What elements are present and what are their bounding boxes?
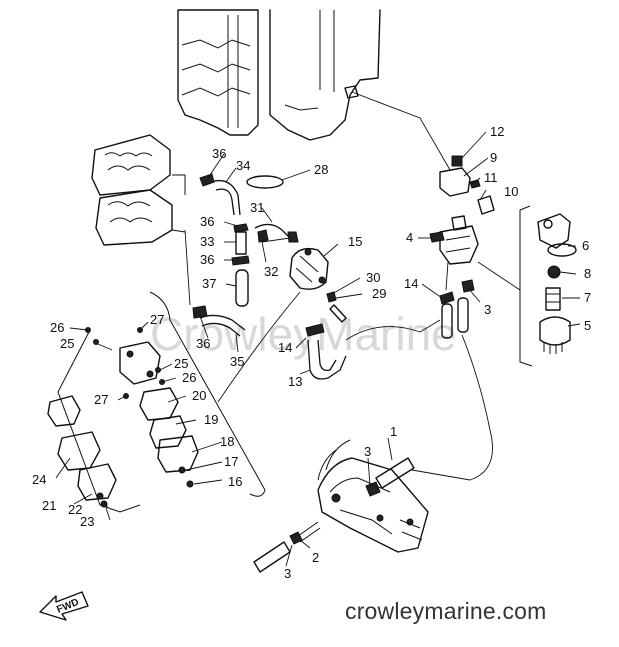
callout-14: 14 xyxy=(278,340,292,355)
callout-2: 2 xyxy=(312,550,319,565)
callout-36: 36 xyxy=(200,214,214,229)
callout-25: 25 xyxy=(174,356,188,371)
callout-5: 5 xyxy=(584,318,591,333)
callout-27: 27 xyxy=(94,392,108,407)
fuel-hoses xyxy=(184,173,299,337)
engine-block-outline xyxy=(177,9,381,141)
fuel-filter xyxy=(429,155,495,265)
callout-34: 34 xyxy=(236,158,250,173)
callout-30: 30 xyxy=(366,270,380,285)
callout-27: 27 xyxy=(150,312,164,327)
callout-3: 3 xyxy=(364,444,371,459)
callout-20: 20 xyxy=(192,388,206,403)
callout-26: 26 xyxy=(50,320,64,335)
callout-7: 7 xyxy=(584,290,591,305)
callout-11: 11 xyxy=(484,170,498,185)
fuel-pump xyxy=(289,247,329,290)
callout-26: 26 xyxy=(182,370,196,385)
callout-36: 36 xyxy=(200,252,214,267)
callout-3: 3 xyxy=(484,302,491,317)
filter-exploded-parts xyxy=(537,213,577,354)
pump-exploded-parts xyxy=(47,327,199,508)
callout-29: 29 xyxy=(372,286,386,301)
callout-37: 37 xyxy=(202,276,216,291)
site-footer-text: crowleymarine.com xyxy=(345,598,547,624)
callout-labels: 1 2 3 3 3 4 5 6 7 8 9 10 11 12 13 14 14 … xyxy=(32,124,591,581)
callout-22: 22 xyxy=(68,502,82,517)
callout-17: 17 xyxy=(224,454,238,469)
callout-36: 36 xyxy=(212,146,226,161)
callout-33: 33 xyxy=(200,234,214,249)
callout-25: 25 xyxy=(60,336,74,351)
callout-32: 32 xyxy=(264,264,278,279)
callout-1: 1 xyxy=(390,424,397,439)
tank-connector xyxy=(253,439,429,573)
callout-16: 16 xyxy=(228,474,242,489)
callout-9: 9 xyxy=(490,150,497,165)
callout-13: 13 xyxy=(288,374,302,389)
callout-35: 35 xyxy=(230,354,244,369)
callout-23: 23 xyxy=(80,514,94,529)
forward-direction-arrow: FWD xyxy=(39,591,89,621)
callout-21: 21 xyxy=(42,498,56,513)
callout-12: 12 xyxy=(490,124,504,139)
callout-8: 8 xyxy=(584,266,591,281)
callout-24: 24 xyxy=(32,472,46,487)
callout-36: 36 xyxy=(196,336,210,351)
callout-19: 19 xyxy=(204,412,218,427)
callout-31: 31 xyxy=(250,200,264,215)
callout-14: 14 xyxy=(404,276,418,291)
callout-10: 10 xyxy=(504,184,518,199)
callout-15: 15 xyxy=(348,234,362,249)
callout-18: 18 xyxy=(220,434,234,449)
callout-3: 3 xyxy=(284,566,291,581)
callout-28: 28 xyxy=(314,162,328,177)
carburetor-outline xyxy=(91,134,186,246)
callout-leaders xyxy=(55,131,581,567)
callout-4: 4 xyxy=(406,230,413,245)
callout-6: 6 xyxy=(582,238,589,253)
fuel-hose-13 xyxy=(305,319,441,380)
